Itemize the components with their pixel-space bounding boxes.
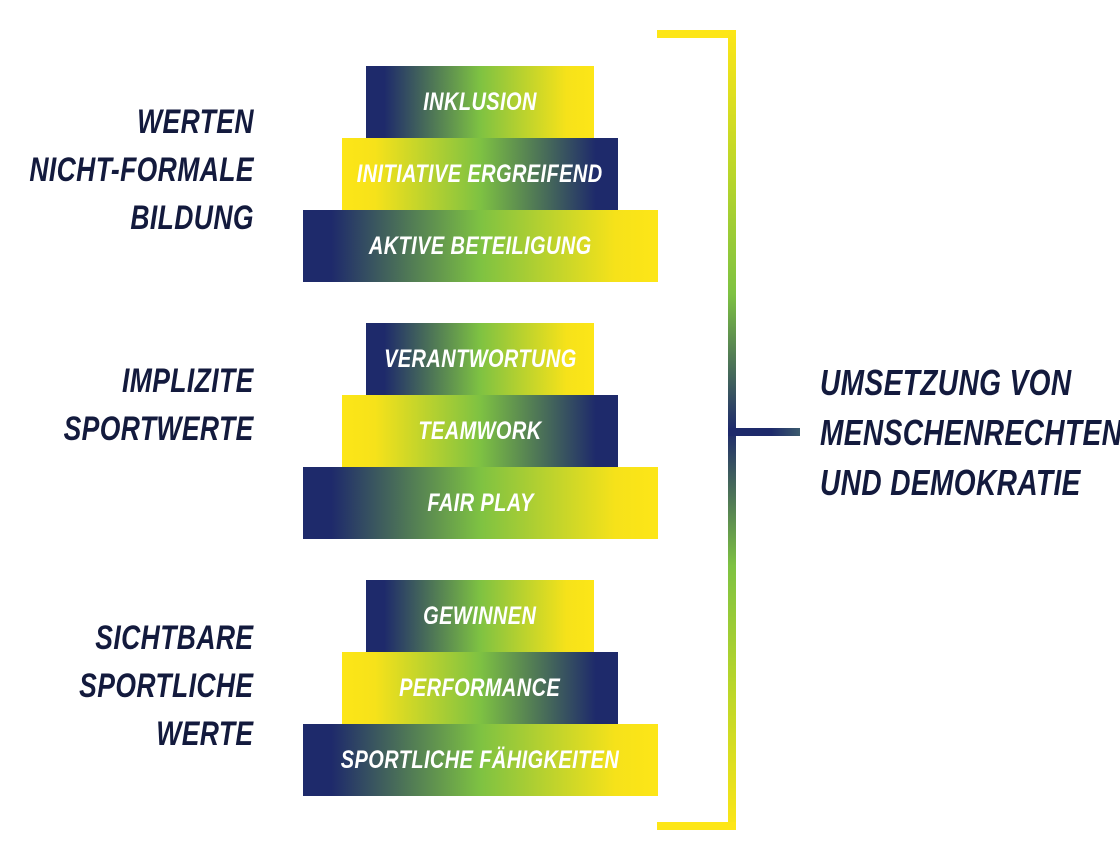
bracket-bottom-arm [657, 822, 736, 830]
label-line: SPORTLICHE [79, 667, 254, 705]
bar-label: PERFORMANCE [399, 673, 561, 702]
bar-gewinnen: GEWINNEN [366, 580, 594, 652]
bracket-top-arm [657, 30, 736, 38]
bar-teamwork: TEAMWORK [342, 395, 618, 467]
outcome-line: UND DEMOKRATIE [820, 462, 1081, 503]
bar-inklusion: INKLUSION [366, 66, 594, 138]
bar-performance: PERFORMANCE [342, 652, 618, 724]
bar-aktive-beteiligung: AKTIVE BETEILIGUNG [303, 210, 658, 282]
outcome-line: UMSETZUNG VON [820, 362, 1072, 403]
label-line: BILDUNG [130, 199, 254, 237]
label-line: SPORTWERTE [63, 410, 254, 448]
label-line: IMPLIZITE [122, 362, 254, 400]
bar-initiative-ergreifend: INITIATIVE ERGREIFEND [342, 138, 618, 210]
group-label-visible-sport-values: SICHTBARE SPORTLICHE WERTE [80, 614, 254, 758]
bar-label: SPORTLICHE FÄHIGKEITEN [341, 745, 620, 774]
outcome-label: UMSETZUNG VON MENSCHENRECHTEN UND DEMOKR… [820, 358, 1120, 508]
group-label-implicit-sport-values: IMPLIZITE SPORTWERTE [64, 357, 254, 453]
bar-label: GEWINNEN [423, 601, 537, 630]
bracket-connector [728, 428, 800, 436]
group-label-nonformal-education: WERTEN NICHT-FORMALE BILDUNG [29, 98, 254, 242]
bar-label: VERANTWORTUNG [383, 344, 577, 373]
label-line: WERTEN [137, 103, 254, 141]
bar-sportliche-faehigkeiten: SPORTLICHE FÄHIGKEITEN [303, 724, 658, 796]
bar-label: TEAMWORK [418, 416, 542, 445]
outcome-line: MENSCHENRECHTEN [820, 412, 1120, 453]
bar-fair-play: FAIR PLAY [303, 467, 658, 539]
bar-label: INITIATIVE ERGREIFEND [357, 159, 603, 188]
bar-label: AKTIVE BETEILIGUNG [369, 231, 592, 260]
bar-label: INKLUSION [423, 87, 537, 116]
label-line: NICHT-FORMALE [29, 151, 254, 189]
label-line: SICHTBARE [95, 619, 254, 657]
label-line: WERTE [156, 715, 254, 753]
bar-verantwortung: VERANTWORTUNG [366, 323, 594, 395]
bar-label: FAIR PLAY [427, 488, 534, 517]
